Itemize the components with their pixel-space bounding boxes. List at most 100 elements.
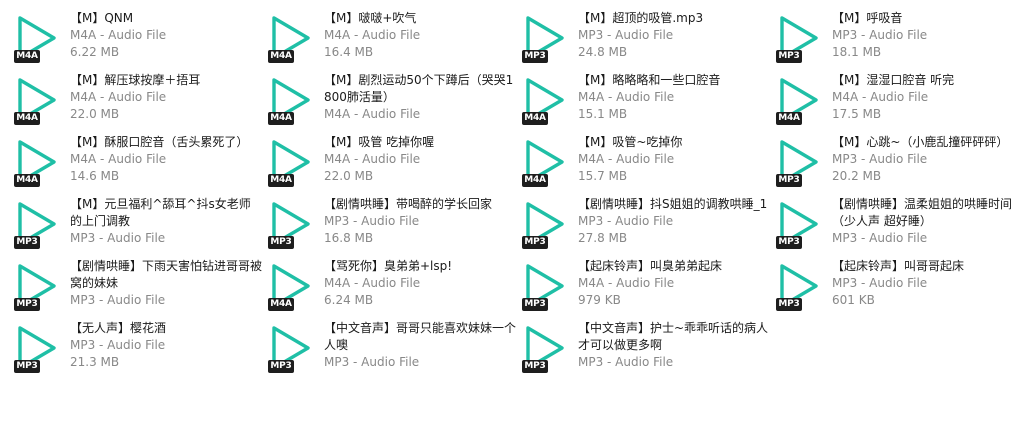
file-item[interactable]: MP3 【M】心跳~（小鹿乱撞砰砰砰） MP3 - Audio File 20.2 M… <box>776 135 1024 192</box>
file-type: M4A - Audio File <box>578 276 675 290</box>
file-type: MP3 - Audio File <box>832 152 928 166</box>
play-icon <box>18 140 56 184</box>
play-icon <box>272 326 310 370</box>
file-name: 【M】呼吸音 <box>832 11 903 25</box>
play-icon <box>18 326 56 370</box>
file-type: MP3 - Audio File <box>324 214 420 228</box>
file-name: 【M】心跳~（小鹿乱撞砰砰砰） <box>832 135 1009 149</box>
play-icon <box>780 78 818 122</box>
file-type: M4A - Audio File <box>70 90 167 104</box>
file-thumbnail: MP3 <box>14 322 70 378</box>
file-name: 【M】元旦福利^舔耳^抖s女老师的上门调教 <box>70 197 251 228</box>
play-icon <box>272 140 310 184</box>
play-icon <box>18 202 56 246</box>
file-type: MP3 - Audio File <box>832 28 928 42</box>
file-type: M4A - Audio File <box>578 90 675 104</box>
file-thumbnail: M4A <box>268 12 324 68</box>
file-thumbnail: M4A <box>522 136 578 192</box>
play-icon <box>18 78 56 122</box>
file-size: 6.22 MB <box>70 45 120 59</box>
play-icon <box>526 16 564 60</box>
file-item[interactable]: MP3【剧情哄睡】温柔姐姐的哄睡时间（少人声 超好睡）MP3 - Audio F… <box>776 196 1024 254</box>
file-thumbnail: MP3 <box>268 322 324 378</box>
file-type: M4A - Audio File <box>324 107 421 121</box>
file-size: 15.7 MB <box>578 169 628 183</box>
file-type-badge: M4A <box>14 50 40 63</box>
file-size: 18.1 MB <box>832 45 882 59</box>
file-type: MP3 - Audio File <box>70 293 166 307</box>
file-meta: 【剧情哄睡】温柔姐姐的哄睡时间（少人声 超好睡）MP3 - Audio File <box>832 196 1024 247</box>
file-name: 【中文音声】护士~乖乖听话的病人才可以做更多啊 <box>578 321 769 352</box>
play-icon <box>526 202 564 246</box>
play-icon <box>526 264 564 308</box>
file-thumbnail: MP3 <box>776 260 832 316</box>
file-name: 【M】吸管~吃掉你 <box>578 135 683 149</box>
play-icon <box>272 78 310 122</box>
file-item[interactable]: MP3 【M】呼吸音 MP3 - Audio File 18.1 MB <box>776 11 1024 68</box>
file-item[interactable]: M4A 【M】吸管~吃掉你 M4A - Audio File 15.7 MB <box>522 135 770 192</box>
file-type: M4A - Audio File <box>832 90 929 104</box>
file-name: 【起床铃声】叫臭弟弟起床 <box>578 259 723 273</box>
play-icon <box>272 16 310 60</box>
file-type-badge: M4A <box>776 112 802 125</box>
file-type-badge: MP3 <box>268 236 294 249</box>
file-size: 20.2 MB <box>832 169 882 183</box>
file-name: 【中文音声】哥哥只能喜欢妹妹一个人噢 <box>324 321 517 352</box>
play-icon <box>526 326 564 370</box>
file-size: 22.0 MB <box>324 169 374 183</box>
file-thumbnail: M4A <box>14 74 70 130</box>
file-name: 【无人声】樱花酒 <box>70 321 167 335</box>
file-size: 15.1 MB <box>578 107 628 121</box>
file-name: 【M】酥服口腔音（舌头累死了） <box>70 135 249 149</box>
file-thumbnail: M4A <box>268 260 324 316</box>
file-type: M4A - Audio File <box>324 28 421 42</box>
file-size: 16.4 MB <box>324 45 374 59</box>
file-thumbnail: MP3 <box>776 198 832 254</box>
file-item[interactable]: M4A【M】剧烈运动50个下蹲后（哭哭1800肺活量）M4A - Audio F… <box>268 73 516 130</box>
file-type: M4A - Audio File <box>578 152 675 166</box>
file-type-badge: M4A <box>268 174 294 187</box>
file-type-badge: MP3 <box>776 174 802 187</box>
file-type: M4A - Audio File <box>70 28 167 42</box>
play-icon <box>526 78 564 122</box>
play-icon <box>272 202 310 246</box>
file-type-badge: M4A <box>268 112 294 125</box>
file-size: 14.6 MB <box>70 169 120 183</box>
file-type-badge: MP3 <box>776 50 802 63</box>
file-type: MP3 - Audio File <box>578 214 674 228</box>
file-type-badge: MP3 <box>522 50 548 63</box>
play-icon <box>780 16 818 60</box>
file-thumbnail: MP3 <box>776 136 832 192</box>
file-type-badge: M4A <box>522 174 548 187</box>
file-name: 【剧情哄睡】抖S姐姐的调教哄睡_1 <box>578 197 768 211</box>
file-name: 【M】超顶的吸管.mp3 <box>578 11 704 25</box>
play-icon <box>272 264 310 308</box>
file-size: 6.24 MB <box>324 293 374 307</box>
play-icon <box>780 140 818 184</box>
file-type-badge: MP3 <box>522 298 548 311</box>
